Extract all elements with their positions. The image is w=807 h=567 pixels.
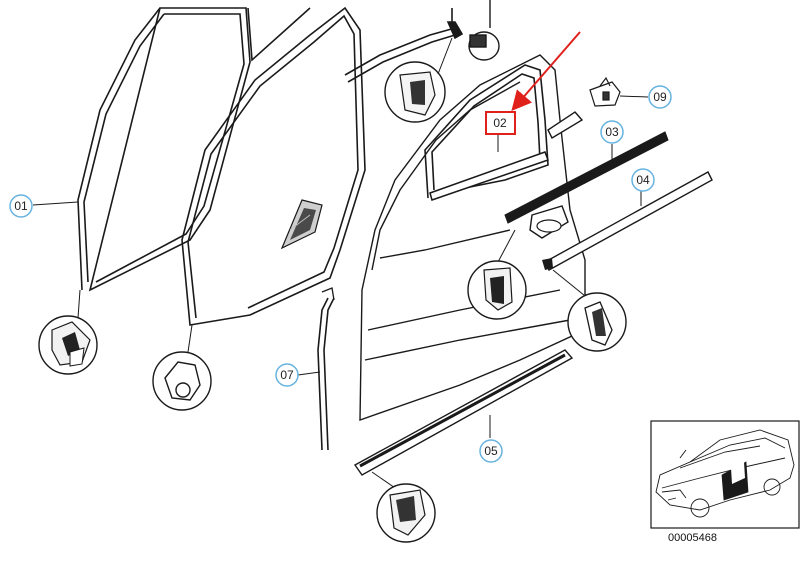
- highlight-arrow: [511, 31, 581, 112]
- vehicle-location-inset: [650, 420, 800, 529]
- door-seal-outer: [77, 7, 311, 292]
- callout-05-label: 05: [484, 444, 498, 458]
- profile-detail-side-molding: [552, 269, 627, 352]
- callout-07: 07: [275, 363, 321, 387]
- callout-09: 09: [619, 85, 672, 109]
- callout-02-label: 02: [493, 116, 507, 130]
- callout-02: 02: [485, 111, 516, 152]
- bracket-clip: [589, 76, 621, 107]
- door-shell: [359, 54, 586, 421]
- callout-04-label: 04: [636, 173, 650, 187]
- door-frame-seal: [181, 6, 366, 326]
- roof-channel-strip: [344, 8, 464, 83]
- callout-01: 01: [9, 194, 79, 218]
- callout-03-label: 03: [605, 125, 619, 139]
- callout-01-label: 01: [14, 199, 28, 213]
- door-handle-trim: [504, 131, 669, 239]
- callout-07-label: 07: [280, 368, 294, 382]
- quarter-glass-trim: [280, 199, 323, 250]
- reference-number: 00005468: [668, 532, 717, 544]
- profile-detail-door-handle: [467, 229, 527, 320]
- vertical-seal-strip: [317, 287, 335, 451]
- window-belt-trim: [429, 111, 584, 201]
- profile-detail-frame-seal: [152, 324, 212, 411]
- door-sill-strip: [353, 349, 574, 476]
- callout-05: 05: [479, 439, 503, 463]
- profile-detail-top: [384, 37, 453, 123]
- callout-09-label: 09: [653, 90, 667, 104]
- side-molding: [542, 171, 713, 271]
- profile-detail-01: [38, 289, 98, 375]
- trim-clip: [468, 0, 500, 61]
- callout-04: 04: [631, 168, 655, 192]
- callout-03: 03: [600, 120, 624, 144]
- profile-detail-sill: [371, 471, 436, 543]
